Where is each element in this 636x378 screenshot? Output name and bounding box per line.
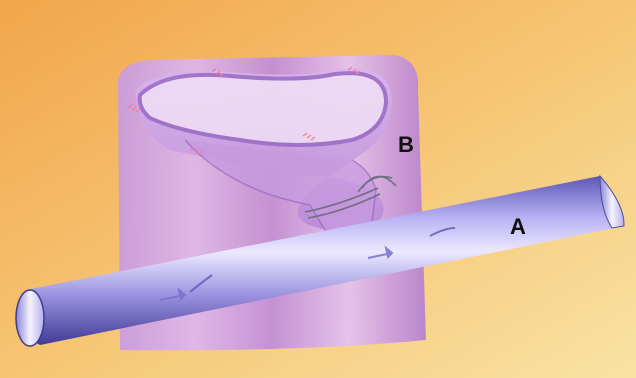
vessel-left-opening [16,290,44,346]
label-b: B [398,132,414,157]
label-a: A [510,214,526,239]
